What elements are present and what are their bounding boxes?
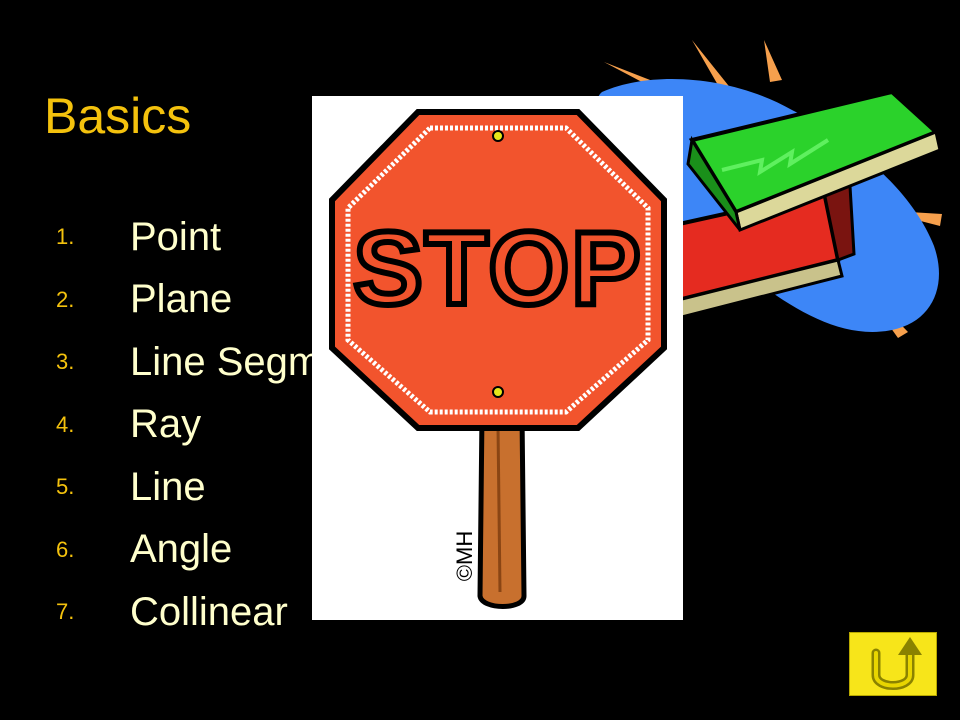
list-item: 2. Plane xyxy=(56,269,377,332)
list-text: Plane xyxy=(130,277,233,322)
list-number: 1. xyxy=(56,224,75,250)
stop-sign-text: STOP xyxy=(353,211,642,327)
list-item: 4. Ray xyxy=(56,394,377,457)
list-number: 6. xyxy=(56,536,75,562)
list-item: 7. Collinear xyxy=(56,581,377,644)
list-number: 5. xyxy=(56,474,75,500)
list-item: 1. Point xyxy=(56,206,377,269)
list-number: 7. xyxy=(56,599,75,625)
stop-sign-octagon xyxy=(329,109,667,431)
list-text: Ray xyxy=(130,402,202,447)
list-number: 2. xyxy=(56,286,75,312)
list-number: 3. xyxy=(56,349,75,375)
list-text: Angle xyxy=(130,527,233,572)
list-item: 6. Angle xyxy=(56,519,377,582)
list-text: Line xyxy=(130,464,206,509)
sign-post xyxy=(477,411,527,609)
list-text: Collinear xyxy=(130,589,288,634)
topic-list: 1.Point 2.Plane 3.Line Segment 4.Ray 5.L… xyxy=(56,206,377,644)
stop-sign-clipart: STOP ©MH xyxy=(312,96,683,620)
return-button[interactable] xyxy=(849,632,937,696)
red-book xyxy=(649,184,856,320)
u-turn-arrow-icon xyxy=(871,637,922,690)
artist-signature: ©MH xyxy=(452,531,477,581)
slide-title: Basics xyxy=(44,88,192,144)
list-number: 4. xyxy=(56,411,75,437)
list-item: 5. Line xyxy=(56,456,377,519)
green-book xyxy=(686,89,942,233)
list-text: Point xyxy=(130,214,222,259)
